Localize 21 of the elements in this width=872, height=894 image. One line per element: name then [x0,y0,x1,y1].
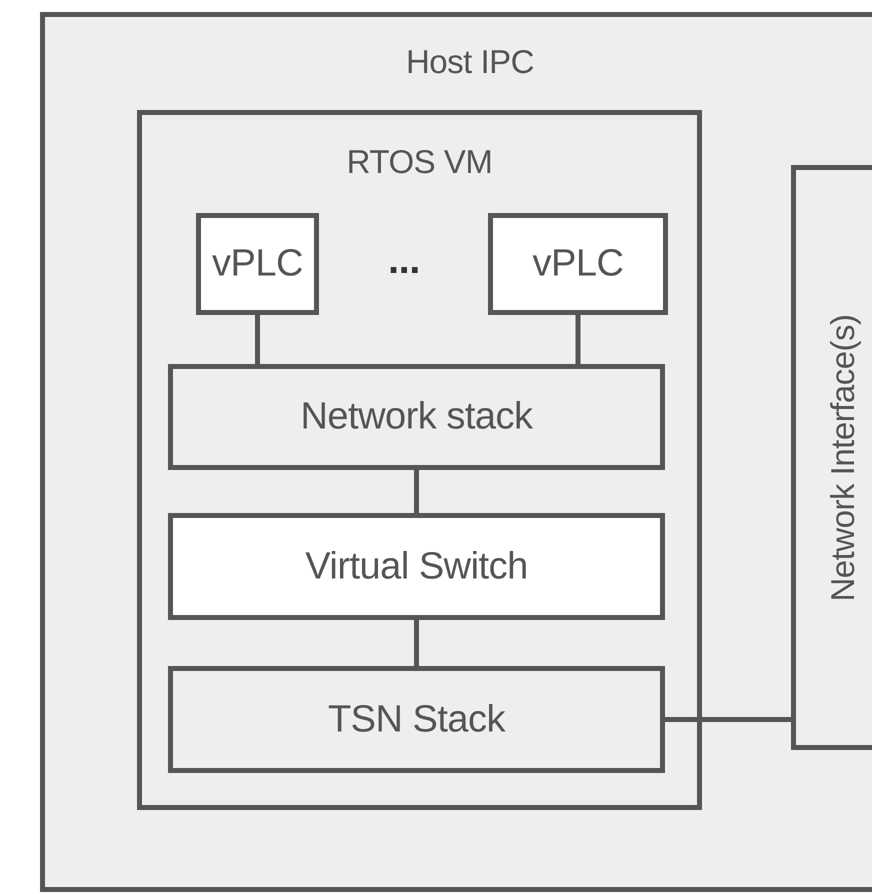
connector-line [665,717,791,722]
connector-line [576,315,580,364]
connector-line [414,470,419,513]
connector-line [414,620,419,666]
container-box [137,110,702,810]
box-label: vPLC [532,242,624,286]
process-box [168,364,665,470]
process-box [196,213,319,315]
process-box [168,666,665,773]
box-label: Network Interface(s) [824,314,862,602]
process-box [488,213,668,315]
ellipsis-label: ... [388,238,420,283]
box-label: TSN Stack [326,698,506,741]
box-label: Virtual Switch [304,545,529,588]
container-heading: RTOS VM [346,143,494,181]
container-heading: Host IPC [404,43,536,81]
box-label: Network stack [299,396,534,438]
box-label: vPLC [211,242,304,286]
process-box [168,513,665,620]
connector-line [255,315,260,364]
container-box [40,12,872,892]
